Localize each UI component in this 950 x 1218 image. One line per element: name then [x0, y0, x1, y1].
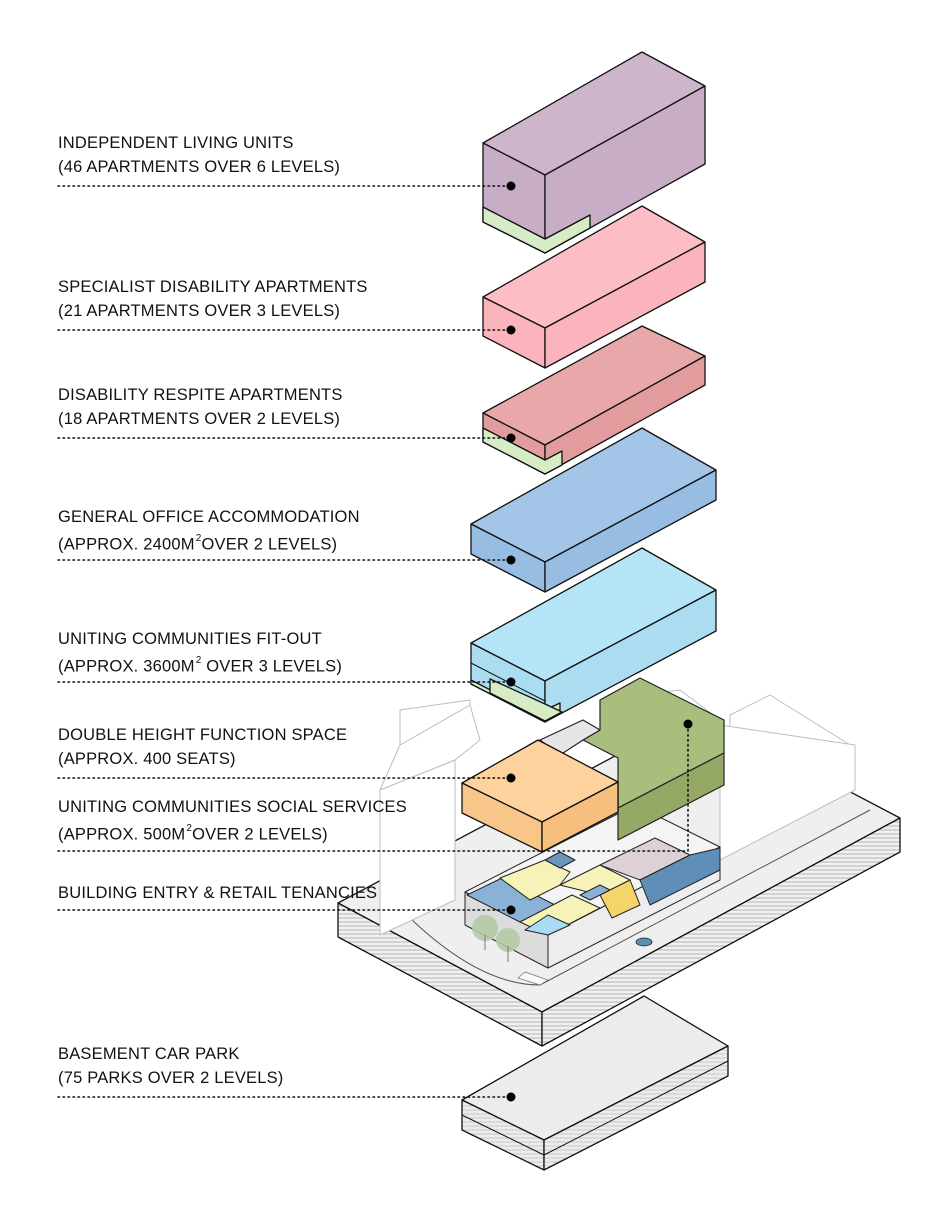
label-general-office: GENERAL OFFICE ACCOMMODATION (APPROX. 24… — [58, 505, 360, 557]
label-general-office-detail-b: OVER 2 LEVELS) — [201, 535, 338, 554]
label-basement-title: BASEMENT CAR PARK — [58, 1045, 240, 1063]
label-entry-retail: BUILDING ENTRY & RETAIL TENANCIES — [58, 881, 377, 905]
basement-block — [461, 995, 729, 1171]
label-general-office-detail: (APPROX. 2400M2OVER 2 LEVELS) — [58, 529, 360, 557]
label-general-office-detail-sup: 2 — [195, 533, 202, 544]
social-services-block — [539, 677, 725, 841]
label-uniting-fitout-detail-sup: 2 — [195, 655, 202, 666]
label-function-space: DOUBLE HEIGHT FUNCTION SPACE (APPROX. 40… — [58, 723, 347, 771]
dot-entry-retail — [506, 905, 516, 915]
label-general-office-title: GENERAL OFFICE ACCOMMODATION — [58, 508, 360, 526]
tree-icons — [472, 915, 520, 962]
label-specialist-disability: SPECIALIST DISABILITY APARTMENTS (21 APA… — [58, 275, 368, 323]
label-social-services-detail-sup: 2 — [186, 823, 193, 834]
label-independent-living-title: INDEPENDENT LIVING UNITS — [58, 134, 294, 152]
label-social-services-detail: (APPROX. 500M2OVER 2 LEVELS) — [58, 819, 407, 847]
label-disability-respite-detail: (18 APARTMENTS OVER 2 LEVELS) — [58, 410, 341, 428]
label-social-services: UNITING COMMUNITIES SOCIAL SERVICES (APP… — [58, 795, 407, 847]
car-icon — [635, 937, 653, 947]
label-disability-respite: DISABILITY RESPITE APARTMENTS (18 APARTM… — [58, 383, 343, 431]
label-general-office-detail-a: (APPROX. 2400M — [58, 535, 195, 554]
leader-lines — [57, 185, 689, 1098]
label-social-services-title: UNITING COMMUNITIES SOCIAL SERVICES — [58, 798, 407, 816]
label-function-space-detail: (APPROX. 400 SEATS) — [58, 750, 236, 768]
function-space-block — [461, 739, 619, 853]
label-independent-living: INDEPENDENT LIVING UNITS (46 APARTMENTS … — [58, 131, 340, 179]
uniting-fitout-block — [470, 547, 717, 723]
label-uniting-fitout-title: UNITING COMMUNITIES FIT-OUT — [58, 630, 322, 648]
dot-disability-respite — [506, 433, 516, 443]
dot-independent-living — [506, 181, 516, 191]
dot-function-space — [506, 773, 516, 783]
label-independent-living-detail: (46 APARTMENTS OVER 6 LEVELS) — [58, 158, 341, 176]
dot-uniting-fitout — [506, 677, 516, 687]
independent-living-block — [482, 51, 706, 254]
label-entry-retail-title: BUILDING ENTRY & RETAIL TENANCIES — [58, 884, 378, 902]
label-social-services-detail-a: (APPROX. 500M — [58, 825, 186, 844]
label-basement-detail: (75 PARKS OVER 2 LEVELS) — [58, 1069, 284, 1087]
dot-specialist-disability — [506, 325, 516, 335]
label-uniting-fitout-detail-a: (APPROX. 3600M — [58, 657, 195, 676]
label-social-services-detail-b: OVER 2 LEVELS) — [192, 825, 328, 844]
label-uniting-fitout-detail-b: OVER 3 LEVELS) — [201, 657, 343, 676]
label-uniting-fitout: UNITING COMMUNITIES FIT-OUT (APPROX. 360… — [58, 627, 342, 679]
leader-dots — [506, 181, 693, 1102]
disability-respite-block — [482, 325, 706, 475]
label-specialist-disability-title: SPECIALIST DISABILITY APARTMENTS — [58, 278, 368, 296]
specialist-disability-block — [482, 205, 706, 369]
label-specialist-disability-detail: (21 APARTMENTS OVER 3 LEVELS) — [58, 302, 341, 320]
label-basement: BASEMENT CAR PARK (75 PARKS OVER 2 LEVEL… — [58, 1042, 284, 1090]
label-function-space-title: DOUBLE HEIGHT FUNCTION SPACE — [58, 726, 348, 744]
label-uniting-fitout-detail: (APPROX. 3600M2 OVER 3 LEVELS) — [58, 651, 342, 679]
label-disability-respite-title: DISABILITY RESPITE APARTMENTS — [58, 386, 343, 404]
dot-basement — [506, 1092, 516, 1102]
dot-social-services — [683, 719, 693, 729]
dot-general-office — [506, 555, 516, 565]
